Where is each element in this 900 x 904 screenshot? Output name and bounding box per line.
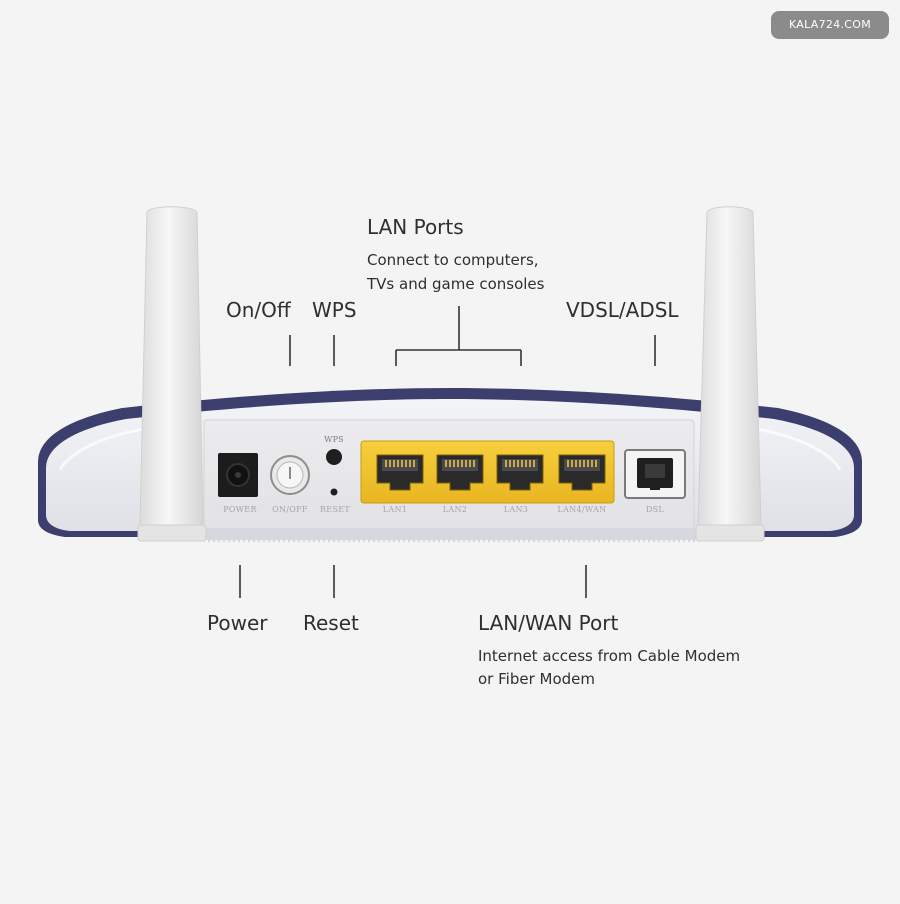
lan-ports-title: LAN Ports [367, 215, 464, 239]
lan1-port [376, 454, 424, 491]
silk-lan2: LAN2 [443, 505, 467, 514]
silk-dsl: DSL [646, 505, 664, 514]
callout-lines [239, 306, 656, 598]
silk-wps: WPS [324, 435, 344, 444]
silk-reset: RESET [320, 505, 350, 514]
lan-wan-description-line2: or Fiber Modem [478, 670, 595, 688]
silk-power: POWER [223, 505, 257, 514]
power-label: Power [207, 611, 268, 635]
lan-wan-port-title: LAN/WAN Port [478, 611, 619, 635]
lan-ports-description-line2: TVs and game consoles [367, 275, 545, 293]
watermark-badge: KALA724.COM [771, 11, 889, 39]
silk-lan3: LAN3 [504, 505, 528, 514]
lan-wan-description-line1: Internet access from Cable Modem [478, 647, 741, 665]
power-jack [218, 453, 258, 497]
silk-lan1: LAN1 [383, 505, 407, 514]
wps-label: WPS [312, 298, 357, 322]
lan2-port [436, 454, 484, 491]
lan4-wan-port [558, 454, 606, 491]
left-antenna [137, 206, 207, 542]
silk-lan4-wan: LAN4/WAN [558, 505, 607, 514]
dsl-port [624, 449, 686, 499]
wps-button [326, 449, 342, 465]
on-off-label: On/Off [226, 298, 291, 322]
right-antenna [695, 206, 765, 542]
lan-ports-description-line1: Connect to computers, [367, 251, 539, 269]
reset-label: Reset [303, 611, 359, 635]
vdsl-adsl-label: VDSL/ADSL [566, 298, 679, 322]
lan-port-block [360, 440, 615, 504]
power-switch [270, 455, 310, 495]
lan3-port [496, 454, 544, 491]
silk-on-off: ON/OFF [272, 505, 308, 514]
reset-hole [330, 488, 338, 496]
